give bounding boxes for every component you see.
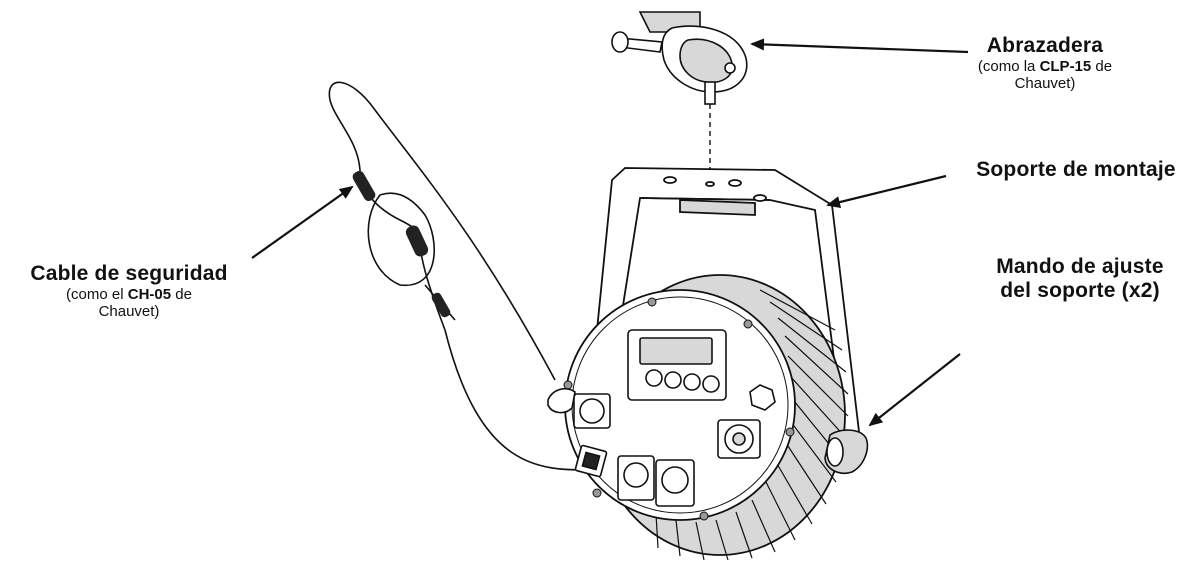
arrow-bracket — [826, 174, 947, 208]
arrow-clamp — [750, 38, 969, 54]
connectors — [573, 393, 761, 507]
label-knob: Mando de ajuste del soporte (x2) — [960, 255, 1200, 303]
label-cable-sub: (como el CH-05 de — [0, 286, 258, 303]
clamp-illustration — [611, 11, 748, 105]
label-knob-line2: del soporte (x2) — [1000, 279, 1160, 303]
label-cable-sub-prefix: (como el — [66, 286, 128, 304]
label-clamp: Abrazadera (como la CLP-15 de Chauvet) — [950, 34, 1140, 93]
arrow-knob — [868, 353, 961, 427]
label-cable-sub-suffix: de — [171, 286, 192, 304]
label-cable: Cable de seguridad (como el CH-05 de Cha… — [0, 262, 258, 321]
callout-arrows — [251, 38, 969, 427]
label-clamp-sub: (como la CLP-15 de — [950, 58, 1140, 75]
label-cable-sub-line2: Chauvet) — [98, 303, 160, 321]
control-panel — [627, 329, 727, 401]
label-bracket-title: Soporte de montaje — [976, 158, 1176, 181]
adjustment-knob-right — [824, 429, 869, 474]
label-clamp-sub-suffix: de — [1091, 58, 1113, 76]
label-clamp-sub-prefix: (como la — [977, 58, 1040, 76]
label-cable-model: CH-05 — [127, 286, 172, 304]
cable-crimps — [352, 170, 451, 318]
label-clamp-sub-line2: Chauvet) — [1014, 75, 1076, 93]
arrow-cable — [251, 185, 354, 259]
adjustment-knob-left — [547, 388, 576, 414]
vent-plug — [749, 384, 776, 411]
fixture-screws — [563, 297, 795, 521]
label-clamp-title: Abrazadera — [986, 34, 1104, 57]
label-knob-line1: Mando de ajuste — [996, 255, 1164, 278]
label-clamp-model: CLP-15 — [1039, 58, 1092, 76]
label-bracket: Soporte de montaje — [950, 158, 1201, 182]
safety-cable — [328, 81, 591, 471]
label-cable-title: Cable de seguridad — [30, 262, 228, 285]
